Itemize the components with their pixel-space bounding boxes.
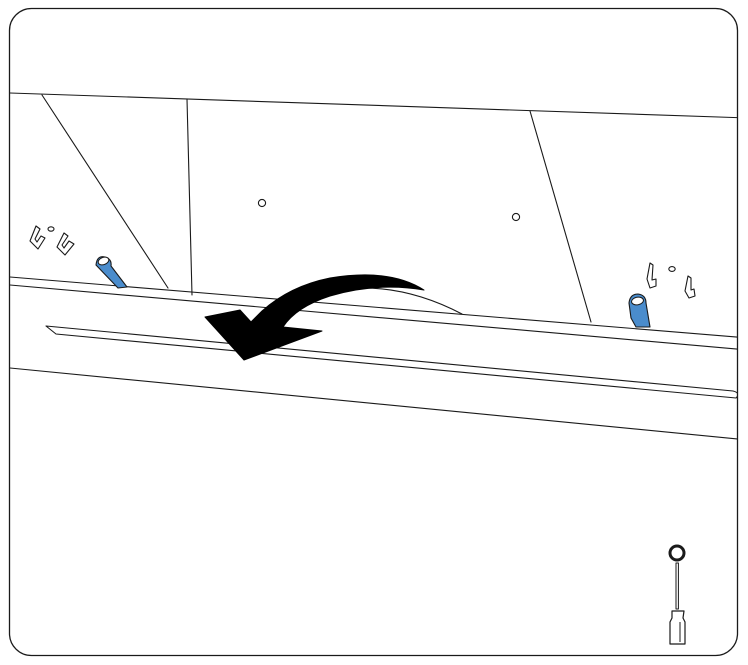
pin-left xyxy=(95,256,128,289)
board-front-edge xyxy=(10,367,737,441)
curved-arrow-down-left-icon xyxy=(204,274,425,361)
outer-border xyxy=(8,7,739,657)
clip-pair-right-icon xyxy=(646,262,696,299)
screwdriver-icon xyxy=(668,544,686,645)
rail-top-edge xyxy=(10,276,737,339)
panel-divider-center-right xyxy=(529,110,592,323)
screw-hole-left xyxy=(257,198,267,208)
rail-lower-edge xyxy=(10,284,737,351)
panel-divider-center-left xyxy=(186,98,193,296)
screw-hole-right xyxy=(511,212,521,222)
clip-pair-left-icon xyxy=(29,225,75,256)
rail-slot xyxy=(45,325,737,399)
panel-top-edge xyxy=(10,92,737,119)
pin-right xyxy=(628,293,651,328)
panel-divider-left-diagonal xyxy=(41,94,169,289)
